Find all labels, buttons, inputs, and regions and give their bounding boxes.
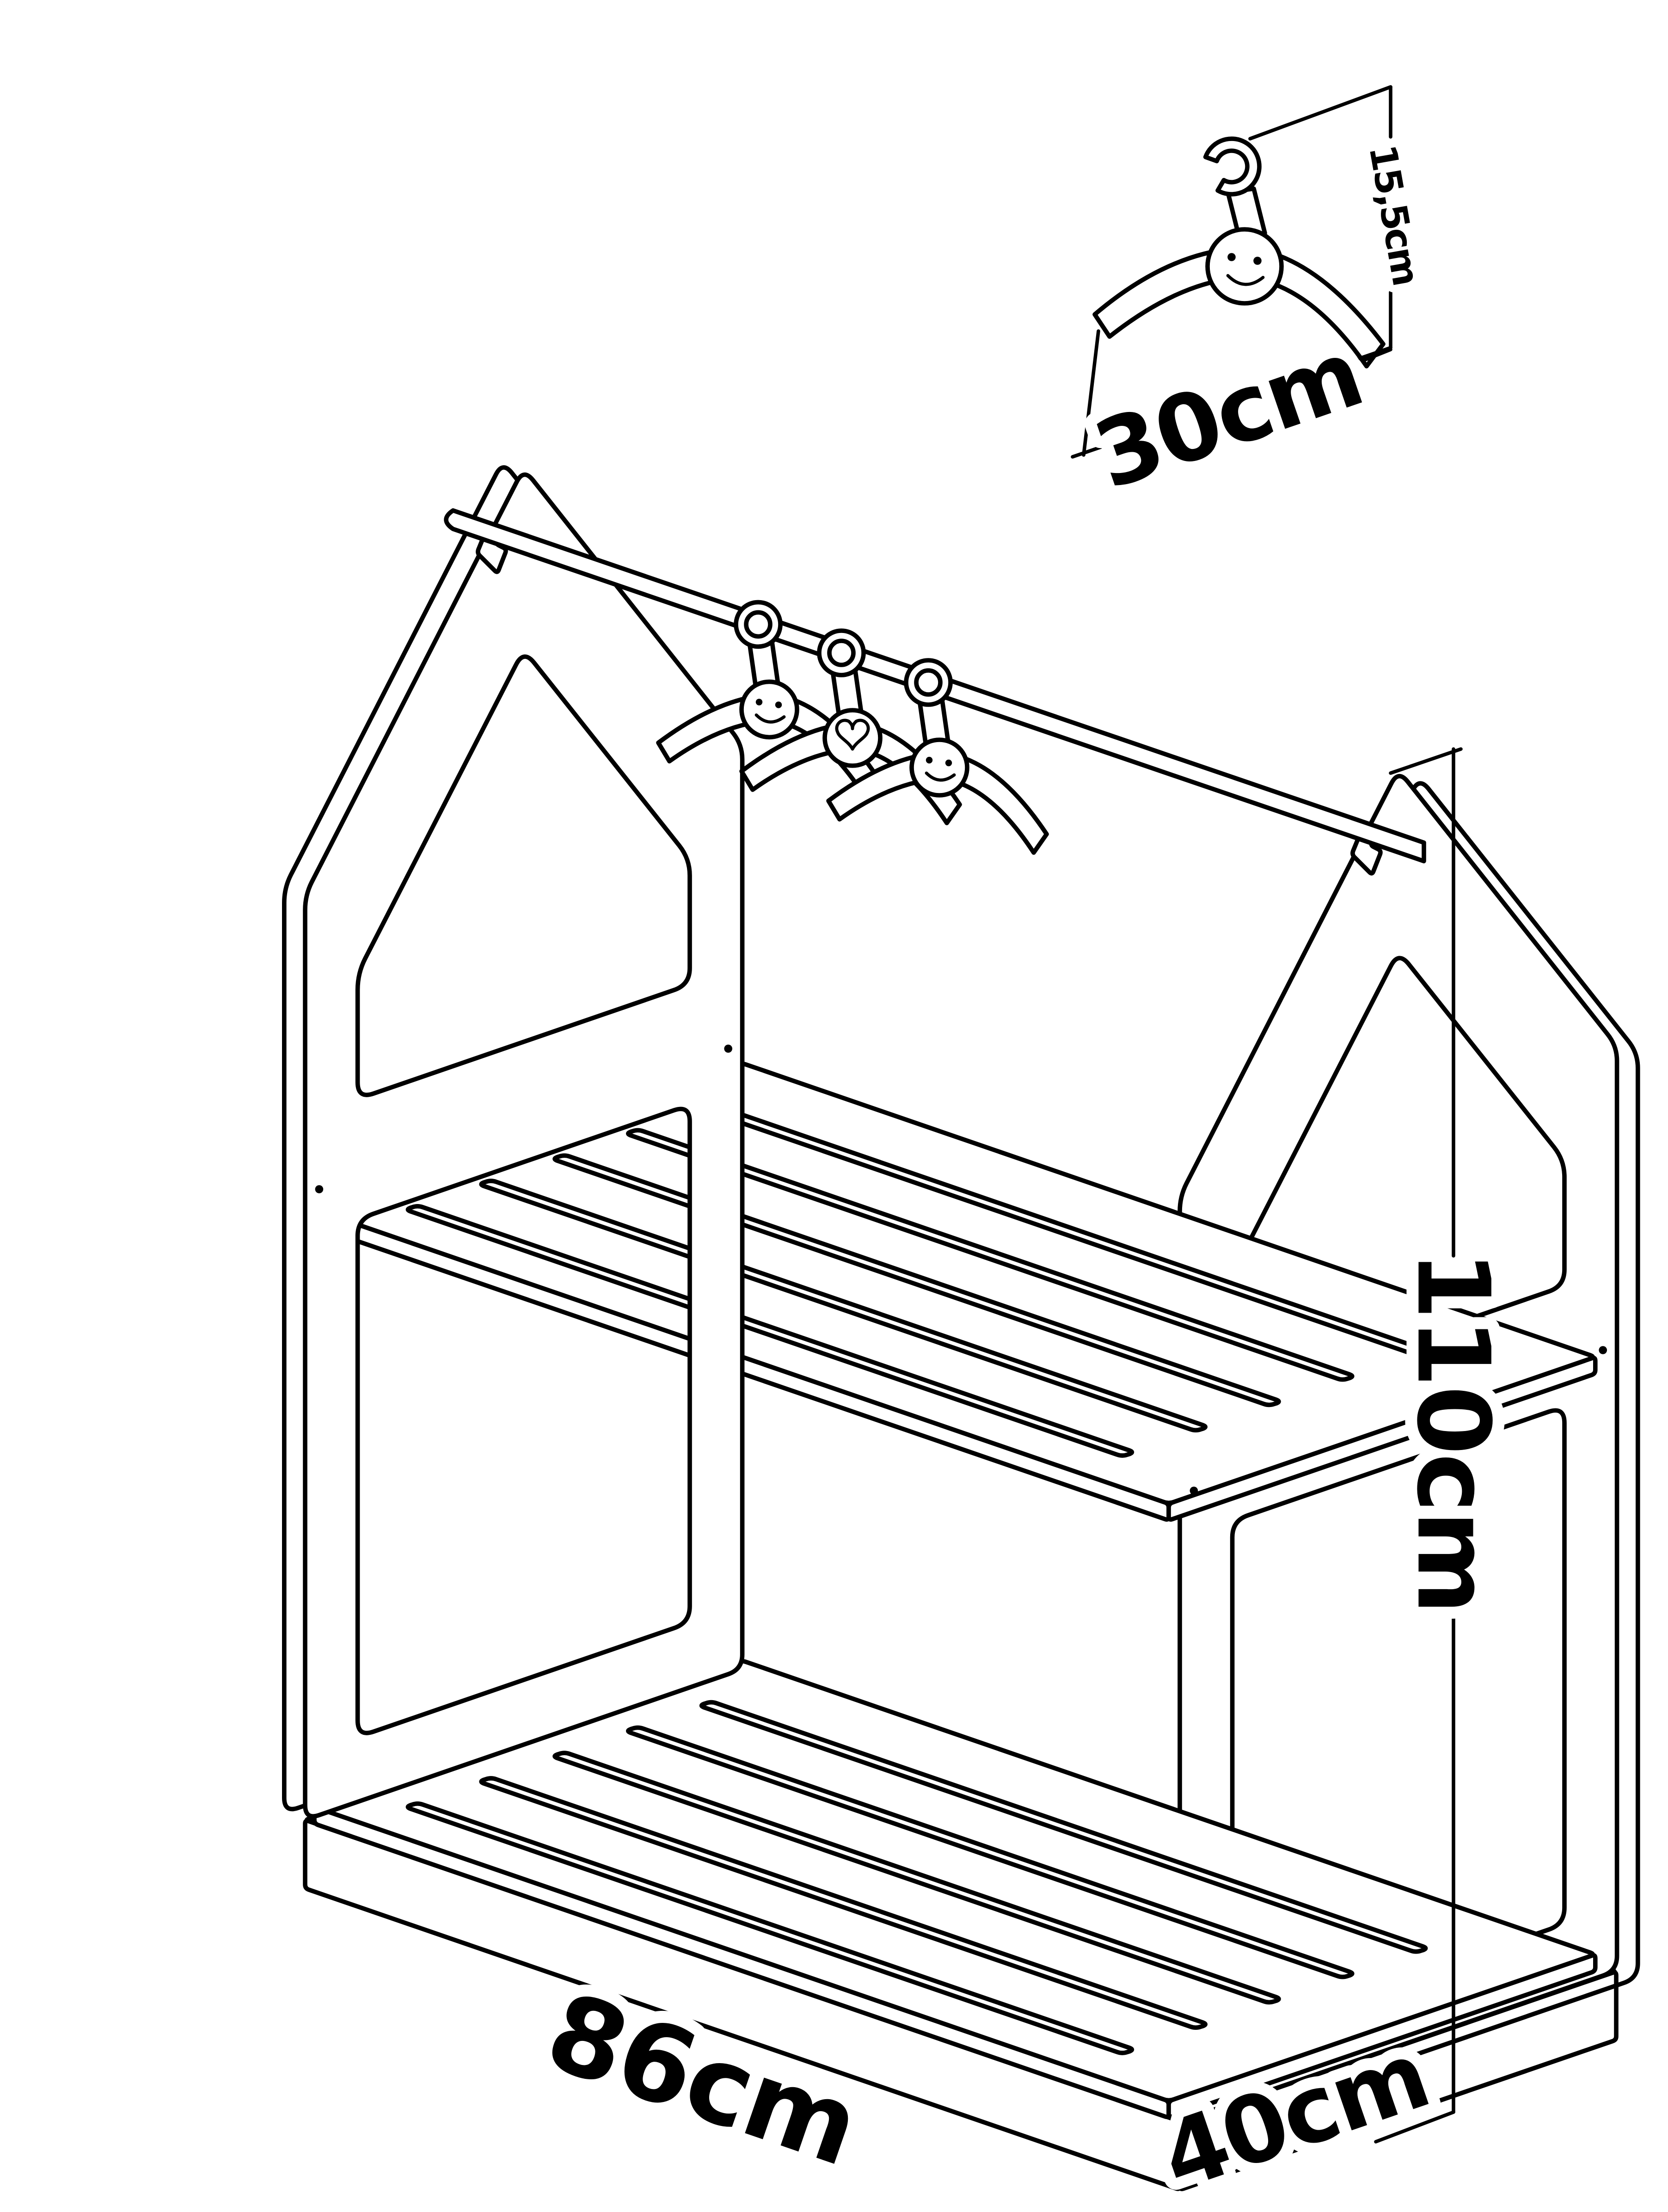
bottom-shelf-slat-slot <box>699 1700 1428 1954</box>
smiley-eye-icon <box>945 759 952 767</box>
dimension-line <box>1374 2110 1455 2144</box>
hanger-detail-view <box>1092 136 1386 369</box>
hanger-arms <box>826 750 1049 855</box>
detail-hanger-arms <box>1092 246 1386 369</box>
hanger-center-disc <box>739 679 799 740</box>
base-side-face <box>1177 1970 1619 2191</box>
rod-hangers <box>656 600 1049 855</box>
bottom-shelf-slat-slot <box>552 1751 1281 2005</box>
smiley-eye-icon <box>755 699 763 706</box>
bottom-shelf-side-edge <box>1166 1953 1598 2120</box>
middle-shelf-side-edge <box>1166 1356 1598 1522</box>
smiley-eye-icon <box>775 701 782 708</box>
bottom-shelf-slat-slot <box>405 1801 1134 2055</box>
dimension-line <box>1071 346 1392 459</box>
smiley-mouth-icon <box>925 771 956 782</box>
dimension-lines <box>1071 85 1463 2144</box>
dimension-line <box>1248 85 1392 141</box>
hanger-hook-hole <box>914 668 943 697</box>
hole-mark-icon <box>315 1185 324 1193</box>
hole-mark-icon <box>1190 1487 1198 1495</box>
smiley-eye-icon <box>1227 253 1236 261</box>
dimension-line <box>1082 329 1100 457</box>
dimension-line <box>1389 747 1463 775</box>
detail-hanger-hook <box>1203 136 1262 197</box>
hanger-height-dimension-label: 15,5cm <box>1361 141 1427 288</box>
hanger-center-disc <box>822 708 883 768</box>
smiley-mouth-icon <box>754 713 786 724</box>
clothes-rack-structure <box>282 465 1640 2191</box>
middle-shelf-slat-slot <box>479 1179 1208 1432</box>
hole-mark-icon <box>724 1045 732 1053</box>
hanger-center-disc <box>909 737 969 798</box>
dimension-line <box>1361 348 1392 363</box>
detail-hanger-disc <box>1205 227 1284 306</box>
bottom-shelf-slat-slot <box>479 1776 1208 2030</box>
smiley-eye-icon <box>926 756 933 764</box>
heart-icon <box>835 719 870 751</box>
height-dimension-label: 110cm <box>1395 1250 1511 1613</box>
bottom-shelf-slat-slot <box>626 1725 1355 1979</box>
hole-mark-icon <box>1599 1346 1607 1354</box>
kids-hanger <box>826 658 1049 855</box>
hanger-width-dimension-label: 30cm <box>1082 320 1374 510</box>
hanger-hook-hole <box>744 610 773 639</box>
hanger-arms <box>739 721 962 825</box>
middle-shelf-slat-slot <box>626 1128 1355 1382</box>
smiley-eye-icon <box>1253 257 1262 265</box>
smiley-mouth-icon <box>1226 274 1265 286</box>
kids-hanger <box>739 628 962 825</box>
left-panel-face <box>303 472 745 1819</box>
middle-shelf-slat-slot <box>405 1204 1134 1458</box>
hanger-hook-hole <box>827 639 856 667</box>
